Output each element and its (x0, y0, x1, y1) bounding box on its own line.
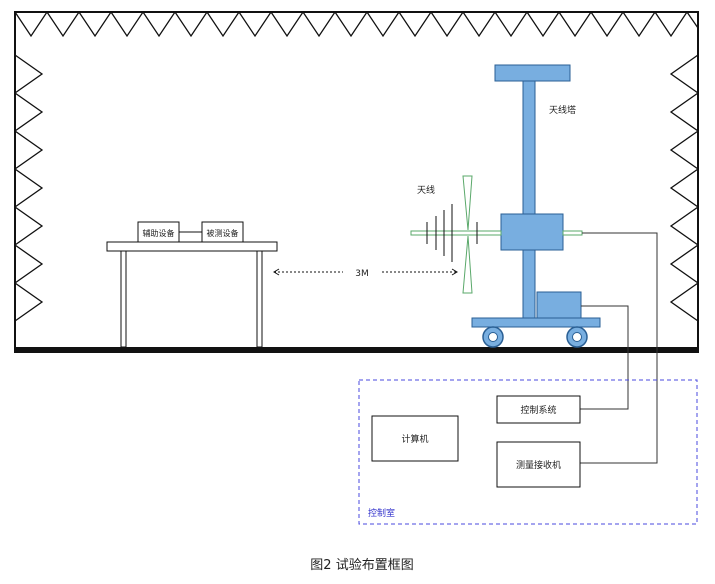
tower-mast (522, 80, 536, 320)
aux-equipment-box: 辅助设备 (137, 221, 180, 243)
antenna-tower-label: 天线塔 (549, 104, 576, 116)
antenna: 天线 (410, 175, 583, 294)
antenna-tower: 天线塔 (471, 64, 601, 348)
aux-equipment-label: 辅助设备 (143, 228, 175, 238)
receiver-box: 测量接收机 (496, 441, 581, 488)
dut-label: 被测设备 (207, 228, 239, 238)
antenna-lower-element (462, 235, 473, 294)
distance-marker: 3M (273, 268, 458, 279)
control-room-label: 控制室 (368, 507, 395, 519)
antenna-upper-element (462, 175, 473, 231)
control-room-border (358, 379, 698, 525)
antenna-boom-right (562, 230, 583, 236)
computer-label: 计算机 (401, 433, 428, 445)
tower-platform (471, 317, 601, 328)
table-leg-left (120, 250, 127, 348)
table-top (106, 241, 278, 252)
dut-box: 被测设备 (201, 221, 244, 243)
cable-antenna-to-receiver (580, 232, 658, 464)
table-leg-right (256, 250, 263, 348)
antenna-carriage (500, 213, 564, 251)
tower-wheel-right (566, 326, 588, 348)
control-system-box: 控制系统 (496, 395, 581, 424)
test-table (106, 241, 278, 348)
receiver-label: 测量接收机 (516, 459, 561, 471)
distance-label: 3M (355, 269, 369, 279)
right-wall-absorbers (669, 54, 700, 322)
tower-wheel-left (482, 326, 504, 348)
ceiling-absorbers (14, 10, 699, 38)
tower-base-unit (536, 291, 582, 320)
antenna-label: 天线 (417, 184, 435, 196)
tower-top-plate (494, 64, 571, 82)
computer-box: 计算机 (371, 415, 459, 462)
control-system-label: 控制系统 (520, 404, 556, 416)
figure-caption: 图2 试验布置框图 (310, 557, 413, 573)
antenna-boom-left (410, 230, 502, 236)
chamber-wall (14, 11, 699, 353)
chamber-floor (14, 347, 699, 353)
cable-tower-to-control (580, 305, 629, 410)
anechoic-chamber (13, 10, 700, 353)
control-room: 控制室 (358, 379, 698, 525)
left-wall-absorbers (13, 54, 44, 322)
